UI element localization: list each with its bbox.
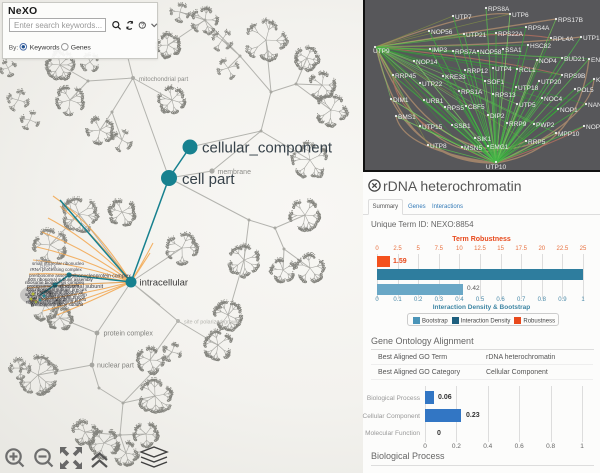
svg-text:RPS8A: RPS8A: [488, 6, 510, 13]
svg-text:POL5: POL5: [577, 87, 594, 94]
svg-text:rRNA processing complex: rRNA processing complex: [30, 267, 83, 272]
svg-text:UTP10: UTP10: [486, 164, 507, 170]
svg-text:cellular_component: cellular_component: [202, 140, 333, 157]
svg-text:NOP14: NOP14: [416, 59, 438, 66]
svg-text:preribosome assembly: preribosome assembly: [29, 273, 75, 278]
svg-text:UTP20: UTP20: [541, 79, 562, 86]
svg-text:By:: By:: [9, 45, 19, 52]
svg-text:protein complex: protein complex: [104, 331, 154, 338]
svg-text:ribosomal subunit: ribosomal subunit: [60, 284, 104, 290]
svg-text:RPS1A: RPS1A: [461, 89, 483, 96]
svg-text:ribonucleoprotein complex: ribonucleoprotein complex: [73, 274, 132, 280]
svg-text:cell part: cell part: [182, 171, 235, 188]
svg-text:90S preribosome ribosomal: 90S preribosome ribosomal: [28, 290, 83, 295]
svg-text:ENP1: ENP1: [591, 57, 600, 64]
svg-text:RPS22A: RPS22A: [498, 31, 524, 38]
svg-text:UTP15: UTP15: [422, 124, 443, 131]
svg-text:60S ribosomal subunit precu: 60S ribosomal subunit precu: [29, 297, 87, 302]
svg-text:DIM1: DIM1: [393, 97, 409, 104]
svg-text:UTP4: UTP4: [495, 66, 512, 73]
svg-text:RRP45: RRP45: [395, 73, 416, 80]
svg-text:UTP8: UTP8: [430, 143, 447, 150]
svg-text:preribosome large subunit: preribosome large subunit: [31, 302, 84, 307]
svg-text:RRP12: RRP12: [467, 68, 488, 75]
svg-text:ribosomal small subunit exp: ribosomal small subunit exp: [26, 300, 82, 305]
svg-text:RPS4A: RPS4A: [528, 25, 550, 32]
svg-text:UTP22: UTP22: [422, 81, 443, 88]
svg-text:UTP6: UTP6: [512, 12, 529, 19]
svg-text:DIP2: DIP2: [490, 113, 505, 120]
svg-text:site of polarized growth: site of polarized growth: [184, 320, 241, 326]
svg-text:NOP58: NOP58: [480, 49, 502, 56]
svg-text:ribosome biogenesis complex: ribosome biogenesis complex: [25, 280, 85, 285]
svg-text:KRE33: KRE33: [445, 74, 466, 81]
svg-text:?: ?: [141, 23, 145, 29]
svg-text:MSN5: MSN5: [464, 145, 482, 152]
svg-text:NOP6: NOP6: [586, 124, 600, 131]
svg-text:RPS7A: RPS7A: [455, 49, 477, 56]
svg-text:URB1: URB1: [426, 98, 444, 105]
svg-text:RRP9: RRP9: [509, 121, 527, 128]
svg-text:membrane: membrane: [218, 169, 252, 176]
svg-text:BMS1: BMS1: [398, 114, 416, 121]
svg-text:NOP4: NOP4: [539, 58, 557, 65]
svg-text:small subunit processome com: small subunit processome com: [25, 292, 87, 297]
svg-text:40S ribosomal subunit precurs: 40S ribosomal subunit precurs: [26, 287, 88, 292]
svg-text:UTP13: UTP13: [583, 35, 600, 42]
svg-text:MPP10: MPP10: [558, 131, 580, 138]
svg-text:BUD21: BUD21: [564, 56, 585, 63]
svg-text:NOP56: NOP56: [431, 29, 453, 36]
svg-text:EMG1: EMG1: [490, 144, 509, 151]
svg-text:CBF5: CBF5: [468, 104, 485, 111]
svg-text:UTP21: UTP21: [466, 32, 487, 39]
svg-text:processome small subunit: processome small subunit: [27, 284, 80, 289]
svg-text:SSA1: SSA1: [505, 47, 522, 54]
svg-text:NAN1: NAN1: [588, 102, 600, 109]
svg-text:UTP9: UTP9: [373, 48, 390, 55]
svg-text:KRE1: KRE1: [596, 77, 600, 84]
svg-text:RRP5: RRP5: [528, 139, 546, 146]
svg-text:UTP7: UTP7: [455, 14, 472, 21]
svg-text:IMP3: IMP3: [432, 47, 448, 54]
svg-text:KCS1: KCS1: [36, 258, 48, 263]
svg-text:RPS1A: RPS1A: [40, 265, 57, 271]
svg-text:HSC82: HSC82: [530, 43, 551, 50]
svg-text:UTP5: UTP5: [519, 102, 536, 109]
svg-text:RPS5: RPS5: [447, 105, 464, 112]
svg-text:60S ribosomal subunit assembly: 60S ribosomal subunit assembly: [28, 277, 94, 282]
svg-text:SOF1: SOF1: [487, 79, 504, 86]
svg-text:UTP18: UTP18: [518, 85, 539, 92]
svg-text:nuclear part: nuclear part: [97, 363, 134, 370]
svg-text:SIK1: SIK1: [477, 136, 491, 143]
svg-text:PWP2: PWP2: [536, 122, 555, 129]
svg-text:NOP1: NOP1: [560, 107, 578, 114]
svg-text:RPS9B: RPS9B: [564, 73, 585, 80]
svg-text:Keywords: Keywords: [30, 44, 60, 51]
svg-text:NOC4: NOC4: [544, 96, 562, 103]
svg-text:RPL4A: RPL4A: [553, 36, 574, 43]
svg-text:intracellular: intracellular: [140, 278, 189, 289]
svg-text:40S ribosomal subunit precur: 40S ribosomal subunit precur: [27, 295, 86, 300]
svg-text:small nucleolar ribonucleo: small nucleolar ribonucleo: [32, 261, 85, 266]
svg-text:RCL1: RCL1: [519, 67, 536, 74]
svg-text:SSB1: SSB1: [454, 123, 471, 130]
svg-text:RPS17B: RPS17B: [558, 17, 583, 24]
svg-text:RPS13: RPS13: [495, 92, 516, 99]
svg-text:Genes: Genes: [71, 44, 92, 51]
svg-text:mitochondrial part: mitochondrial part: [139, 76, 188, 83]
